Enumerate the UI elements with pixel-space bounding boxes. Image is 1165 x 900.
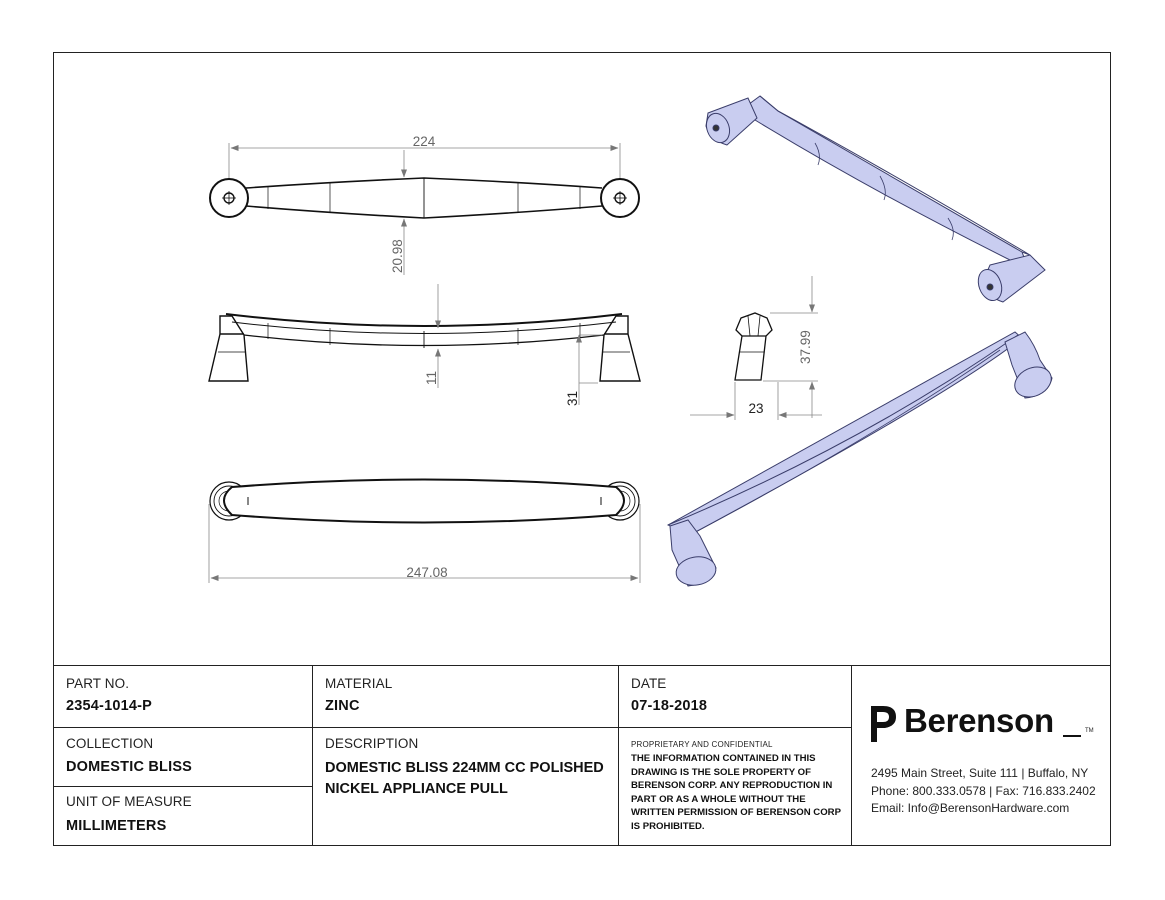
bottom-view xyxy=(209,478,640,524)
divider xyxy=(618,666,619,846)
date-value: 07-18-2018 xyxy=(631,698,708,714)
dimension-31 xyxy=(576,334,602,405)
part-no-value: 2354-1014-P xyxy=(66,698,153,714)
dim-label-224: 224 xyxy=(413,134,436,149)
divider xyxy=(53,786,312,787)
material-label: MATERIAL xyxy=(325,676,393,691)
dimension-37-99 xyxy=(763,276,818,418)
dimension-224 xyxy=(228,143,621,178)
collection-label: COLLECTION xyxy=(66,736,154,751)
side-view xyxy=(734,312,773,381)
unit-label: UNIT OF MEASURE xyxy=(66,794,192,809)
material-value: ZINC xyxy=(325,698,360,714)
description-label: DESCRIPTION xyxy=(325,736,419,751)
company-address: 2495 Main Street, Suite 111 | Buffalo, N… xyxy=(871,766,1089,780)
collection-value: DOMESTIC BLISS xyxy=(66,759,193,775)
dim-label-247-08: 247.08 xyxy=(406,565,447,580)
wordmark-underline xyxy=(1063,735,1081,737)
company-email[interactable]: Email: Info@BerensonHardware.com xyxy=(871,801,1070,815)
dim-label-23: 23 xyxy=(748,401,763,416)
dim-label-31: 31 xyxy=(565,391,580,406)
berenson-logo-mark xyxy=(871,706,896,742)
dim-label-37-99: 37.99 xyxy=(798,330,813,364)
unit-value: MILLIMETERS xyxy=(66,818,167,834)
render-iso-top xyxy=(705,95,1046,303)
proprietary-heading: PROPRIETARY AND CONFIDENTIAL xyxy=(631,740,773,749)
drawing-sheet xyxy=(53,52,1111,846)
company-phone: Phone: 800.333.0578 | Fax: 716.833.2402 xyxy=(871,783,1096,798)
dim-label-20-98: 20.98 xyxy=(390,239,405,273)
part-no-label: PART NO. xyxy=(66,676,130,691)
title-block: PART NO. 2354-1014-P MATERIAL ZINC DATE … xyxy=(53,665,1111,846)
dim-label-11: 11 xyxy=(424,371,439,385)
trademark-symbol: TM xyxy=(1085,728,1094,734)
render-iso-bottom xyxy=(666,331,1053,587)
front-view xyxy=(208,313,641,382)
dimension-23 xyxy=(690,382,822,420)
description-value: DOMESTIC BLISS 224MM CC POLISHED NICKEL … xyxy=(325,760,604,797)
divider xyxy=(851,666,852,846)
top-view xyxy=(209,177,640,219)
date-label: DATE xyxy=(631,676,667,691)
technical-drawing: 224 20.98 11 31 xyxy=(208,95,1053,587)
divider xyxy=(312,666,313,846)
berenson-wordmark: Berenson xyxy=(904,702,1054,739)
divider xyxy=(53,727,851,728)
dimension-247-08 xyxy=(208,504,641,583)
proprietary-text: THE INFORMATION CONTAINED IN THIS DRAWIN… xyxy=(631,753,841,832)
